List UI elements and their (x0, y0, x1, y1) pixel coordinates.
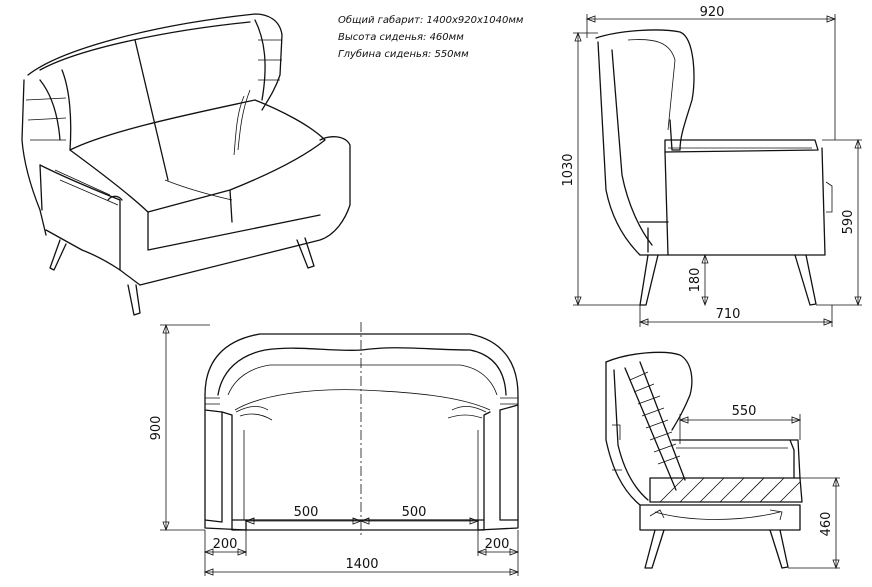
dim-section-seat-depth: 550 (732, 404, 757, 419)
dim-side-arm: 590 (841, 210, 856, 235)
side-view (573, 14, 862, 327)
front-view (160, 322, 520, 576)
dim-front-width: 1400 (345, 557, 378, 572)
dim-side-height: 1030 (561, 153, 576, 186)
dim-side-base: 710 (716, 307, 741, 322)
note-seat-depth: Глубина сиденья: 550мм (338, 49, 469, 60)
note-seat-height: Высота сиденья: 460мм (338, 32, 464, 43)
dim-section-seat-height: 460 (819, 512, 834, 537)
dimension-notes: Общий габарит: 1400х920х1040мм Высота си… (338, 12, 523, 63)
dim-side-leg: 180 (688, 268, 703, 293)
dim-front-arm-left: 200 (213, 537, 238, 552)
isometric-view (21, 13, 351, 316)
dim-front-arm-right: 200 (485, 537, 510, 552)
dim-front-height: 900 (149, 416, 164, 441)
dim-front-seat-right: 500 (402, 505, 427, 520)
dim-front-seat-left: 500 (294, 505, 319, 520)
dim-side-depth: 920 (700, 5, 725, 20)
note-overall: Общий габарит: 1400х920х1040мм (338, 15, 524, 26)
section-view (605, 351, 840, 570)
